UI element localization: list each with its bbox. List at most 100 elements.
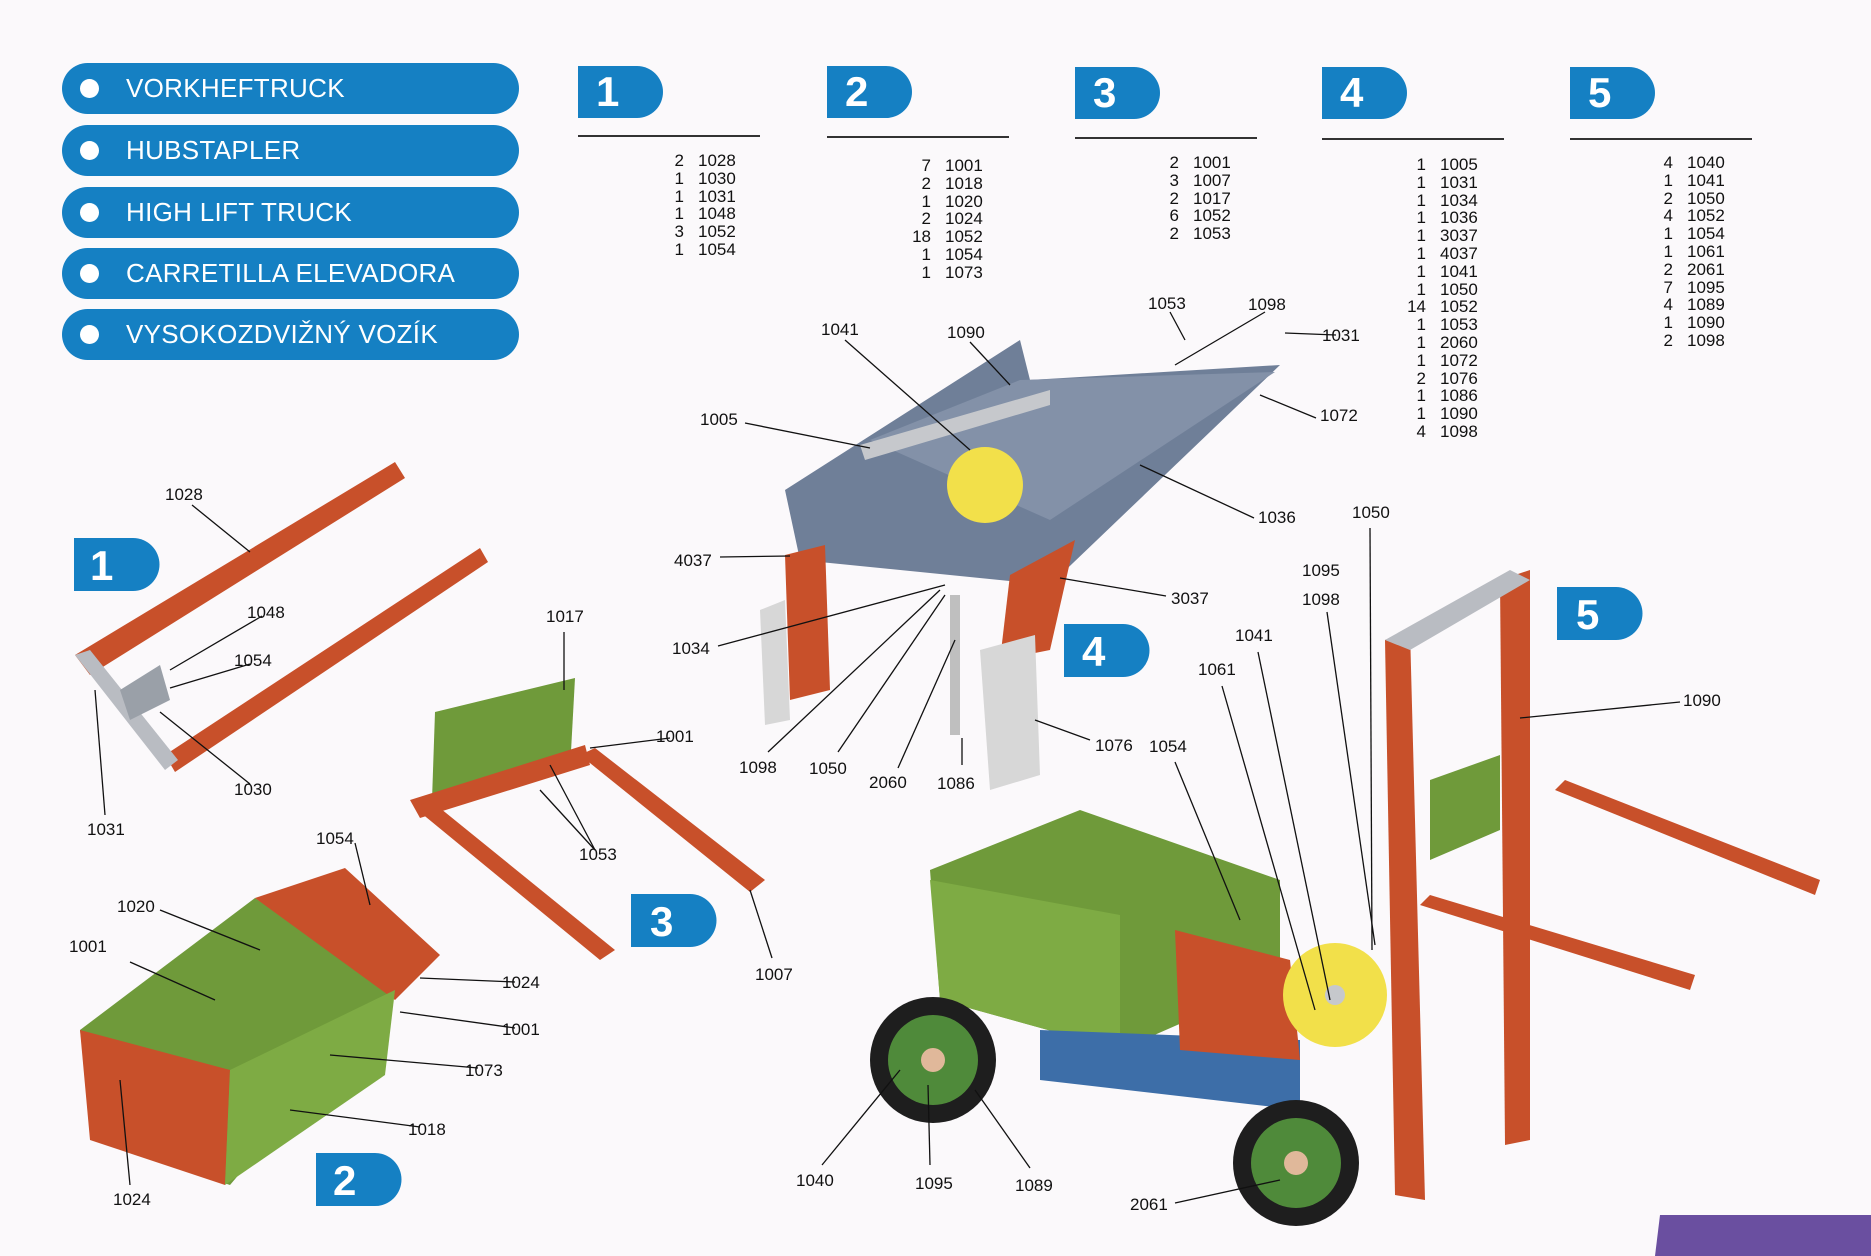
part-quantity: 1 [1416,208,1426,228]
model-5-drawing [870,570,1820,1226]
callout-label: 1086 [937,774,975,793]
model-3-callouts: 1017 1001 1053 1007 [546,607,793,984]
model-4-drawing [760,340,1280,790]
part-quantity: 1 [1416,350,1426,370]
model-1-drawing [75,462,488,772]
part-number: 1017 [1193,188,1231,208]
figure-badge-5: 5 [1557,587,1643,640]
model-1-callouts: 1028 1048 1054 1030 1031 [87,485,285,839]
title-text: CARRETILLA ELEVADORA [126,258,456,288]
part-quantity: 1 [1416,190,1426,210]
part-number: 2060 [1440,332,1478,352]
part-quantity: 1 [1416,404,1426,424]
part-number: 1090 [1440,404,1478,424]
part-number: 1020 [945,191,983,211]
part-number: 1098 [1440,421,1478,441]
callout-label: 1018 [408,1120,446,1139]
part-quantity: 1 [674,239,684,259]
part-number: 1073 [945,262,983,282]
parts-row: 1 1061 [1649,243,1725,261]
part-quantity: 1 [1416,279,1426,299]
bullet-icon [80,203,99,222]
part-number: 1054 [1687,224,1725,244]
callout-label: 1098 [739,758,777,777]
callout-label: 1020 [117,897,155,916]
part-quantity: 4 [1663,295,1673,315]
part-quantity: 1 [1416,243,1426,263]
bullet-icon [80,325,99,344]
title-pill-en: HIGH LIFT TRUCK [62,187,519,238]
part-quantity: 1 [1663,241,1673,261]
part-number: 1007 [1193,170,1231,190]
part-number: 1031 [698,186,736,206]
part-quantity: 1 [1416,172,1426,192]
part-quantity: 1 [921,191,931,211]
part-number: 1054 [698,239,736,259]
callout-label: 1036 [1258,508,1296,527]
title-pill-de: HUBSTAPLER [62,125,519,176]
part-quantity: 2 [1169,188,1179,208]
part-number: 3037 [1440,226,1478,246]
title-pill-es: CARRETILLA ELEVADORA [62,248,519,299]
part-number: 1061 [1687,241,1725,261]
callout-label: 1053 [579,845,617,864]
divider [578,135,760,137]
part-quantity: 7 [921,156,931,175]
step-tab-4: 4 [1322,67,1407,119]
part-quantity: 3 [674,222,684,242]
part-number: 1089 [1687,295,1725,315]
callout-label: 1098 [1248,295,1286,314]
part-number: 1050 [1440,279,1478,299]
part-number: 1018 [945,173,983,193]
badge-number: 4 [1082,628,1106,675]
callout-label: 1007 [755,965,793,984]
divider [1570,138,1752,140]
callout-label: 2061 [1130,1195,1168,1214]
divider [827,136,1009,138]
part-quantity: 2 [674,151,684,170]
bullet-icon [80,79,99,98]
step-tab-5: 5 [1570,67,1655,119]
part-number: 1052 [1440,297,1478,317]
part-quantity: 7 [1663,277,1673,297]
callout-label: 1040 [796,1171,834,1190]
callout-label: 1054 [316,829,354,848]
parts-row: 1 1090 [1402,405,1478,423]
callout-label: 1090 [1683,691,1721,710]
callout-label: 1073 [465,1061,503,1080]
step-tab-3: 3 [1075,67,1160,119]
part-number: 4037 [1440,243,1478,263]
callout-label: 2060 [869,773,907,792]
step-tab-2: 2 [827,66,912,118]
callout-label: 1041 [821,320,859,339]
part-number: 1030 [698,168,736,188]
parts-row: 4 1089 [1649,296,1725,314]
part-quantity: 1 [1416,261,1426,281]
part-quantity: 1 [1663,224,1673,244]
part-number: 1098 [1687,330,1725,350]
callout-label: 1031 [1322,326,1360,345]
callout-label: 1034 [672,639,710,658]
part-number: 1001 [1193,153,1231,172]
parts-row: 1 1054 [1649,225,1725,243]
part-number: 1041 [1440,261,1478,281]
part-number: 1076 [1440,368,1478,388]
callout-label: 1001 [656,727,694,746]
